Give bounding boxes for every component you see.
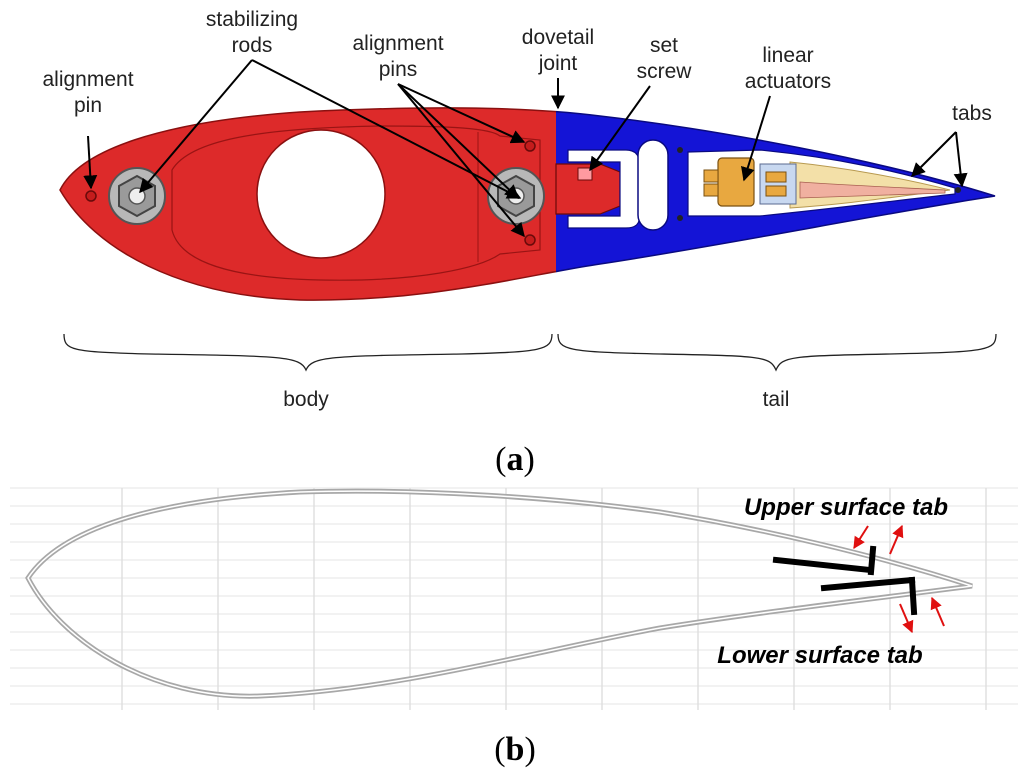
lower-surface-tab-label: Lower surface tab [717, 642, 922, 669]
leader-lines [83, 59, 968, 238]
actuator-rod [799, 181, 946, 199]
callout-alignment-pins-line2: pins [379, 58, 418, 81]
callout-dovetail-joint-line2: joint [538, 52, 578, 75]
panel-a: alignment pin stabilizing rods alignment… [42, 8, 997, 478]
body-hole [256, 129, 386, 259]
callout-set-screw-line1: set [650, 34, 678, 57]
section-label-body: body [283, 388, 329, 411]
brace-body [63, 333, 553, 372]
upper-tab [772, 545, 877, 576]
callout-alignment-pin-line2: pin [74, 94, 102, 117]
callout-dovetail-joint-line1: dovetail [522, 26, 594, 49]
lower-tab [820, 576, 918, 616]
callout-stabilizing-rods-line2: rods [232, 34, 273, 57]
red-arrows [853, 524, 945, 634]
callout-tabs: tabs [952, 102, 992, 125]
callout-alignment-pins-line1: alignment [352, 32, 443, 55]
panel-b-label: (b) [494, 731, 536, 768]
linear-actuators [703, 157, 797, 207]
tail-slot [637, 139, 669, 231]
callout-linear-actuators-line2: actuators [745, 70, 831, 93]
section-label-tail: tail [763, 388, 790, 411]
callout-stabilizing-rods-line1: stabilizing [206, 8, 298, 31]
body-inner-outline [171, 125, 541, 281]
brace-tail [557, 333, 997, 372]
upper-surface-tab-label: Upper surface tab [744, 494, 948, 521]
callout-set-screw-line2: screw [637, 60, 693, 83]
callout-linear-actuators-line1: linear [762, 44, 813, 67]
set-screw [577, 167, 593, 181]
rod-nut-front [108, 167, 166, 225]
alignment-pin-lower [524, 234, 536, 246]
callout-alignment-pin-line1: alignment [42, 68, 133, 91]
panel-b: Upper surface tab Lower surface tab (b) [10, 487, 1018, 768]
alignment-pin-upper [524, 140, 536, 152]
panel-a-label: (a) [495, 441, 535, 478]
alignment-pin-front [85, 190, 97, 202]
